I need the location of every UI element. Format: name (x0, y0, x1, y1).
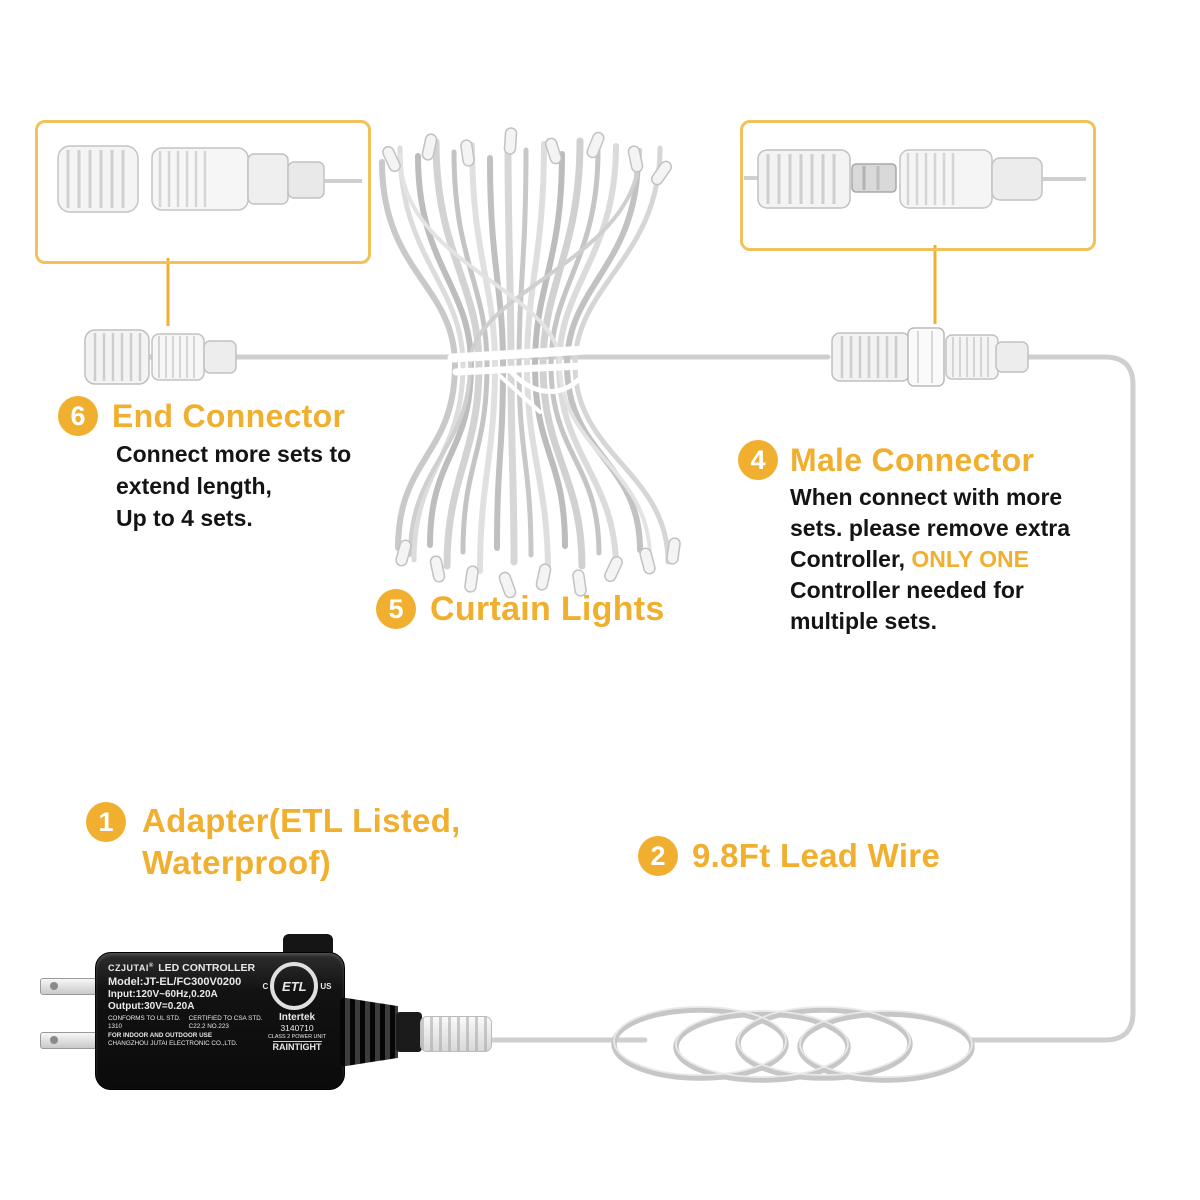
end-connector-desc-line3: Up to 4 sets. (116, 505, 253, 531)
adapter-controller: CZJUTAI® LED CONTROLLER Model:JT-EL/FC300… (95, 952, 345, 1090)
male-connector-inset-photo (744, 149, 1086, 209)
male-connector-desc-line3-pre: Controller, (790, 546, 912, 572)
ul-line1: CONFORMS TO UL STD. (108, 1015, 181, 1022)
adapter-knurled-nut (340, 997, 398, 1067)
callout-number-lead-wire: 2 (638, 836, 678, 876)
male-connector-desc-line4: Controller needed for (790, 577, 1024, 603)
curtain-lights-bundle (379, 127, 681, 599)
adapter-title: Adapter(ETL Listed, Waterproof) (142, 800, 461, 884)
input-rating: Input:120V~60Hz,0.20A (108, 989, 218, 1000)
etl-logo: ETL (270, 962, 319, 1010)
csa-line2: C22.2 NO.223 (188, 1022, 229, 1030)
etl-text: ETL (282, 978, 307, 994)
adapter-label: CZJUTAI® LED CONTROLLER Model:JT-EL/FC300… (96, 953, 344, 1058)
product-name: LED CONTROLLER (158, 962, 256, 974)
adapter-output-connector (420, 1016, 492, 1052)
callout-number-adapter: 1 (86, 802, 126, 842)
etl-us-mark: US (320, 981, 332, 991)
csa-line1: CERTIFIED TO CSA STD. (188, 1015, 263, 1022)
plug-prong-bottom (40, 1032, 100, 1049)
male-connector-description: When connect with more sets. please remo… (790, 482, 1070, 637)
curtain-lights-title: Curtain Lights (430, 590, 665, 628)
male-connector-photo (831, 327, 1029, 387)
registered-mark: ® (148, 963, 154, 969)
model-number: Model:JT-EL/FC300V0200 (108, 976, 242, 988)
intertek-label: Intertek (278, 1012, 316, 1023)
ul-line2: 1310 (108, 1022, 123, 1030)
compliance-block: CONFORMS TO UL STD. 1310 CERTIFIED TO CS… (108, 1015, 263, 1030)
end-connector-desc-line2: extend length, (116, 473, 272, 499)
end-connector-photo (84, 329, 237, 385)
raintight-label: RAINTIGHT (272, 1041, 322, 1052)
lead-wire-title: 9.8Ft Lead Wire (692, 837, 941, 874)
callout-number-curtain-lights: 5 (376, 589, 416, 629)
callout-number-end-connector: 6 (58, 396, 98, 436)
adapter-label-right: C ETL US Intertek 3140710 CLASS 2 POWER … (258, 962, 336, 1052)
end-connector-title: End Connector (112, 398, 346, 434)
etl-c-mark: C (262, 981, 269, 991)
lead-wire-coil (611, 1006, 975, 1083)
etl-mark: C ETL US (262, 962, 332, 1010)
male-connector-title: Male Connector (790, 442, 1035, 478)
brand-name: CZJUTAI (108, 963, 149, 973)
csa-compliance: CERTIFIED TO CSA STD. C22.2 NO.223 (189, 1015, 263, 1030)
male-connector-inset-box (740, 120, 1096, 251)
adapter-title-line2: Waterproof) (142, 844, 332, 881)
class-label: CLASS 2 POWER UNIT (267, 1034, 327, 1040)
manufacturer: CHANGZHOU JUTAI ELECTRONIC CO.,LTD. (108, 1039, 238, 1047)
callout-number-male-connector: 4 (738, 440, 778, 480)
adapter-title-line1: Adapter(ETL Listed, (142, 802, 461, 839)
prong-hole (50, 982, 58, 990)
male-connector-desc-line2: sets. please remove extra (790, 515, 1071, 541)
certificate-number: 3140710 (280, 1023, 314, 1033)
callout-lines (166, 245, 937, 326)
plug-prong-top (40, 978, 100, 995)
usage-note: FOR INDOOR AND OUTDOOR USE (108, 1032, 213, 1039)
male-connector-desc-highlight: ONLY ONE (911, 546, 1030, 572)
adapter-brand-row: CZJUTAI® LED CONTROLLER (108, 962, 256, 974)
male-connector-desc-line3: Controller, ONLY ONE (790, 544, 1070, 575)
twist-tie (447, 345, 591, 414)
end-connector-inset-photo (57, 145, 362, 213)
male-connector-desc-line1: When connect with more (790, 484, 1063, 510)
male-connector-desc-line5: multiple sets. (790, 608, 937, 634)
adapter-collar (396, 1012, 422, 1052)
adapter-label-left: CZJUTAI® LED CONTROLLER Model:JT-EL/FC300… (108, 962, 263, 1052)
prong-hole (50, 1036, 58, 1044)
end-connector-desc-line1: Connect more sets to (116, 441, 352, 467)
end-connector-description: Connect more sets to extend length, Up t… (116, 438, 351, 534)
ul-compliance: CONFORMS TO UL STD. 1310 (108, 1015, 181, 1030)
led-capsules (382, 127, 681, 599)
output-rating: Output:30V=0.20A (108, 1001, 195, 1012)
end-connector-inset-box (35, 120, 371, 264)
